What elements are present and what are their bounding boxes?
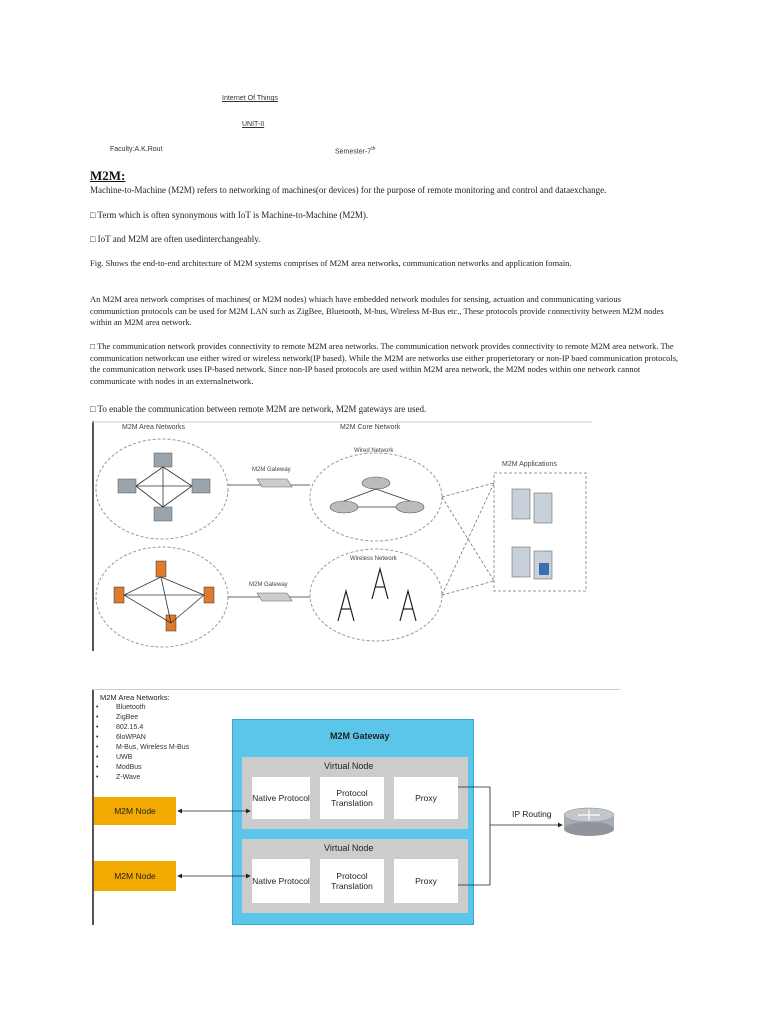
gateway-1-icon <box>257 479 292 487</box>
gateway-2-icon <box>257 593 292 601</box>
m2m-architecture-figure: M2M Area Networks M2M Core Network Wired… <box>92 421 592 651</box>
gateway-connections <box>92 689 620 925</box>
wired-network-ellipse <box>310 453 442 541</box>
database-icon <box>539 563 549 575</box>
core-network-label: M2M Core Network <box>340 424 400 431</box>
wired-network-label: Wired Network <box>354 448 393 454</box>
unit-title: UNIT-II <box>242 121 264 128</box>
applications-label: M2M Applications <box>502 461 557 468</box>
area-networks-label: M2M Area Networks <box>122 424 185 431</box>
gateway-1-label: M2M Gateway <box>252 467 291 473</box>
m2m-gateway-figure: M2M Area Networks: Bluetooth ZigBee 802.… <box>92 689 620 925</box>
bullet-synonym: □ Term which is often synonymous with Io… <box>90 209 710 221</box>
bullet-gateways: □ To enable the communication between re… <box>90 403 710 415</box>
section-title: M2M: <box>90 168 125 184</box>
communication-network-paragraph: □ The communication network provides con… <box>90 341 680 387</box>
tower-icons <box>338 569 416 621</box>
semester-label: Semester-7th <box>335 146 375 155</box>
definition-text: Machine-to-Machine (M2M) refers to netwo… <box>90 184 710 196</box>
ip-routing-label: IP Routing <box>512 809 552 819</box>
course-title: Internet Of Things <box>222 95 278 102</box>
machine-icons <box>118 453 210 521</box>
area-network-paragraph: An M2M area network comprises of machine… <box>90 294 670 329</box>
bullet-interchangeable: □ IoT and M2M are often usedinterchangea… <box>90 233 710 245</box>
router-icon <box>564 808 614 836</box>
wireless-network-label: Wireless Network <box>350 556 397 562</box>
faculty-label: Faculty:A.K.Rout <box>110 146 163 153</box>
gateway-2-label: M2M Gateway <box>249 582 288 588</box>
robot-icons <box>114 561 214 631</box>
architecture-diagram <box>92 421 592 651</box>
router-icons <box>330 477 424 513</box>
figure-caption: Fig. Shows the end-to-end architecture o… <box>90 257 710 269</box>
wireless-network-ellipse <box>310 549 442 641</box>
